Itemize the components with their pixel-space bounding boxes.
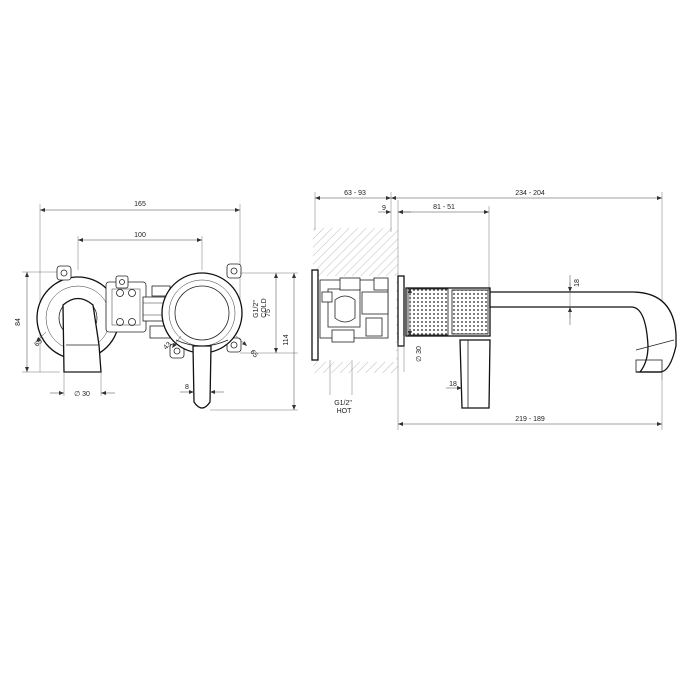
dim-handle-range: 81 - 51 bbox=[433, 204, 455, 211]
dim-wall-range: 63 - 93 bbox=[344, 190, 366, 197]
dim-spout-reach: 219 - 189 bbox=[515, 416, 545, 423]
dim-overall-range: 234 - 204 bbox=[515, 190, 545, 197]
front-view: 165 100 84 65 ∅ 30 bbox=[15, 201, 298, 411]
dim-lever-width: 8 bbox=[185, 384, 189, 391]
dim-height-114: 114 bbox=[283, 334, 290, 345]
dim-height-75: 75 bbox=[265, 309, 272, 317]
dim-handle-diameter: ∅ 30 bbox=[416, 346, 423, 362]
dim-angle-mid: 43 bbox=[162, 341, 173, 352]
label-cold: G1/2" COLD bbox=[253, 298, 268, 318]
dim-angle-right: 65 bbox=[248, 349, 258, 360]
dim-angle-left: 65 bbox=[33, 338, 44, 349]
knurled-handle-2 bbox=[451, 289, 489, 335]
dim-gap: 9 bbox=[382, 205, 386, 212]
dim-centers: 100 bbox=[134, 232, 146, 239]
dim-height-84: 84 bbox=[15, 318, 22, 326]
side-view: 63 - 93 234 - 204 9 81 - 51 ∅ 30 bbox=[311, 190, 677, 430]
dim-overall-width: 165 bbox=[134, 201, 146, 208]
dim-lever-side: 18 bbox=[449, 381, 457, 388]
dim-spout-height: 18 bbox=[574, 279, 581, 287]
label-hot: G1/2" HOT bbox=[334, 400, 354, 415]
knurled-handle-1 bbox=[407, 288, 449, 336]
dim-spout-diameter: ∅ 30 bbox=[74, 391, 90, 398]
